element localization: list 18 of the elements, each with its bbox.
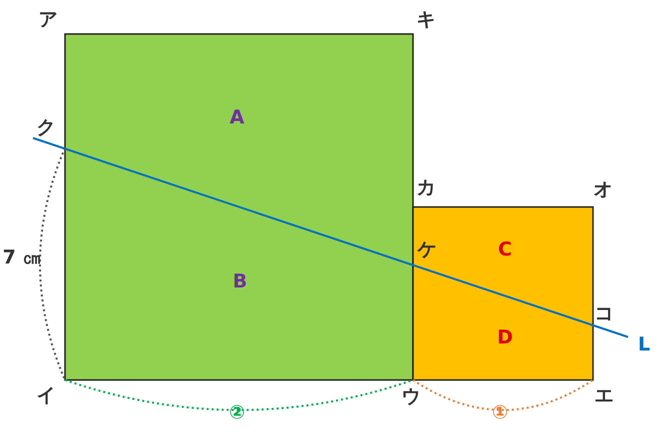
length-label: 7 ㎝ xyxy=(2,248,42,268)
vertex-label: ク xyxy=(36,118,56,138)
vertex-label: ウ xyxy=(402,388,420,406)
region-label: B xyxy=(232,272,248,292)
vertex-label: オ xyxy=(594,180,612,200)
vertex-label: カ xyxy=(416,178,436,198)
region-label: A xyxy=(230,108,244,128)
vertex-label: ア xyxy=(38,10,58,30)
region-label: D xyxy=(497,328,513,348)
region-label: C xyxy=(498,240,512,260)
vertex-label: エ xyxy=(594,386,614,406)
line-label: L xyxy=(638,336,650,354)
vertex-label: ケ xyxy=(418,240,436,260)
vertex-label: キ xyxy=(416,10,436,30)
length-label: ② xyxy=(228,404,246,422)
length-label: ① xyxy=(492,404,508,422)
vertex-label: コ xyxy=(594,304,614,324)
vertex-label: イ xyxy=(36,386,56,406)
